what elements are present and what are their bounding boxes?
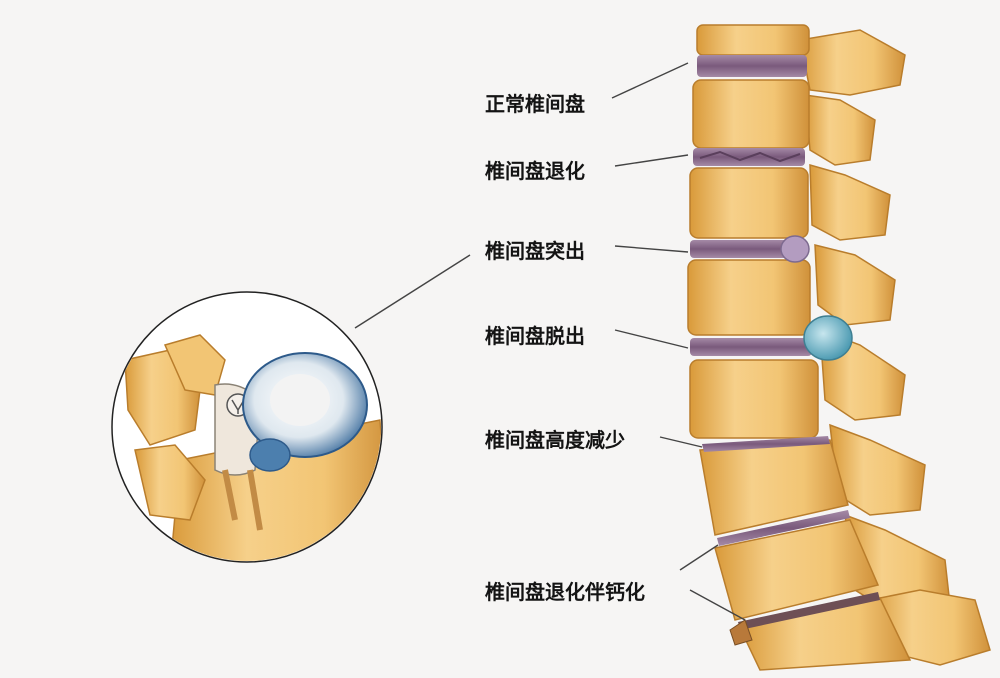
bone-spur	[729, 619, 753, 646]
leader-line-normal	[611, 62, 689, 99]
leader-line-calcification-lower	[689, 589, 746, 621]
protruded-disc	[690, 240, 806, 258]
magnified-view	[111, 291, 383, 563]
label-disc-degeneration: 椎间盘退化	[485, 159, 585, 183]
label-disc-calcification: 椎间盘退化伴钙化	[485, 580, 645, 604]
label-disc-protrusion: 椎间盘突出	[485, 239, 585, 263]
leader-line-degeneration	[614, 154, 689, 167]
leader-line-protrusion	[614, 245, 689, 253]
spine-column	[687, 24, 991, 671]
calcified-disc	[738, 592, 880, 630]
extrusion-herniation	[803, 315, 853, 361]
vertebral-bodies	[687, 24, 912, 671]
label-disc-extrusion: 椎间盘脱出	[485, 324, 585, 348]
leader-lines	[354, 62, 746, 621]
extruded-disc	[690, 338, 812, 356]
normal-disc	[697, 55, 807, 77]
leader-line-height-loss	[659, 436, 703, 448]
thin-disc	[717, 510, 850, 546]
leader-line-extrusion	[614, 329, 689, 349]
leader-line-calcification-upper	[679, 544, 719, 571]
protrusion-bulge	[780, 235, 810, 263]
intervertebral-discs	[690, 55, 880, 646]
label-normal-disc: 正常椎间盘	[485, 92, 585, 116]
label-disc-height-loss: 椎间盘高度减少	[485, 428, 625, 452]
leader-line-magnifier	[354, 254, 471, 329]
reduced-height-disc	[702, 436, 830, 452]
